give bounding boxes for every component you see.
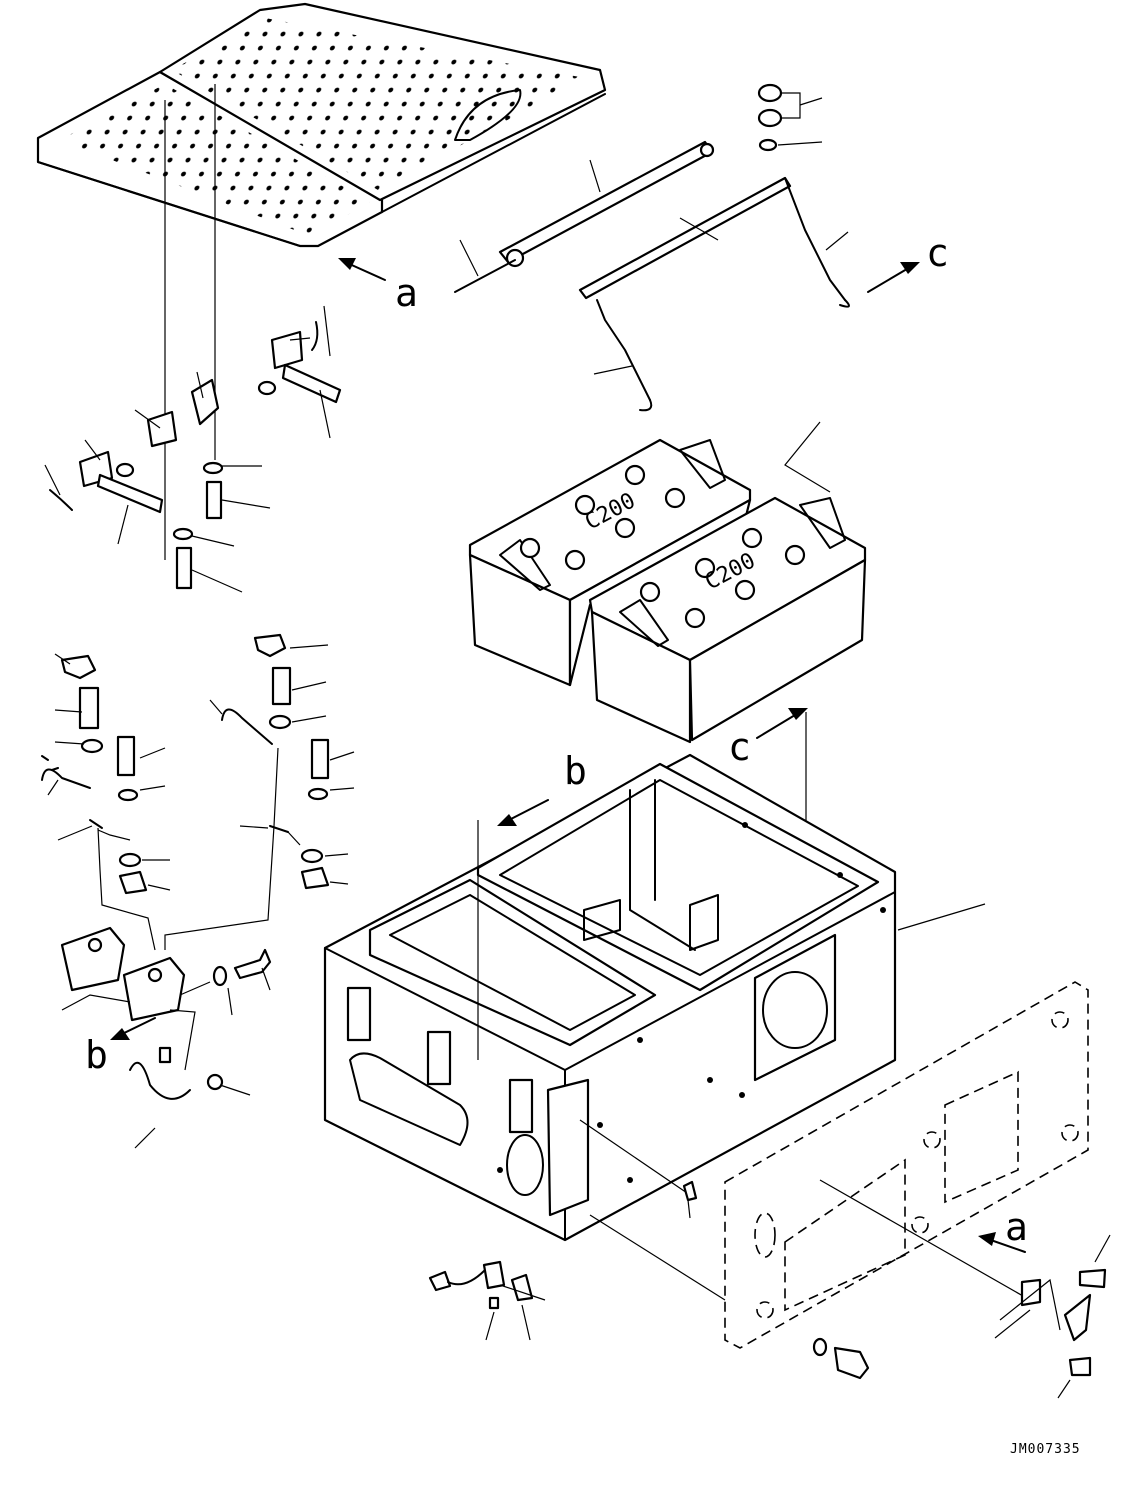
battery-box <box>323 753 986 1242</box>
drawing-code: JM007335 <box>1010 1442 1081 1457</box>
wire-harness <box>428 1180 698 1341</box>
callout-b-top: b <box>564 749 587 793</box>
perforated-cover <box>36 2 607 248</box>
cover-hinge-hardware <box>44 84 342 593</box>
callout-a-top: a <box>395 271 418 315</box>
battery-hold-down <box>454 83 850 412</box>
battery-relay <box>60 926 272 1149</box>
battery-cable-hardware <box>41 633 355 951</box>
view-arrow-a-top: a <box>338 258 418 315</box>
callout-c-top: c <box>926 231 949 275</box>
rear-plate <box>579 981 1089 1349</box>
callout-b-left: b <box>85 1033 108 1077</box>
view-arrow-c-top: c <box>867 231 949 293</box>
battery-left: C200 <box>468 438 752 687</box>
battery-right: C200 <box>588 421 867 744</box>
rear-plate-hardware <box>812 1234 1111 1399</box>
callout-a-bottom: a <box>1005 1205 1028 1249</box>
view-arrow-a-bottom: a <box>978 1205 1028 1253</box>
callout-c-mid: c <box>728 725 751 769</box>
view-arrow-b-left: b <box>85 1017 156 1077</box>
view-arrow-b-top: b <box>477 749 587 1060</box>
